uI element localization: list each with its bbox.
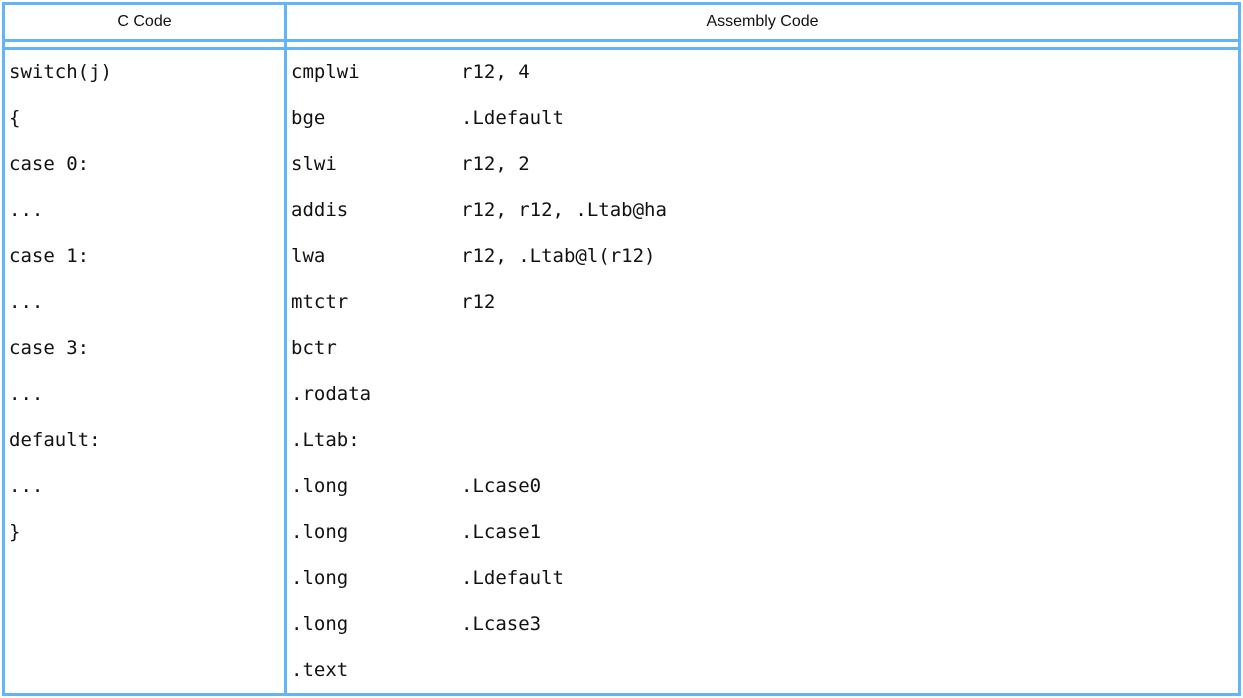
asm-line: addis r12, r12, .Ltab@ha (287, 188, 1238, 234)
asm-line: .long .Lcase3 (287, 601, 1238, 647)
asm-mnemonic: .rodata (291, 382, 372, 405)
c-code-line: ... (9, 474, 44, 497)
asm-operands: .Ldefault (461, 566, 564, 589)
asm-mnemonic: .Ltab: (291, 428, 360, 451)
c-code-line: default: (9, 428, 101, 451)
c-code-line: case 1: (9, 245, 90, 268)
asm-operands: .Lcase3 (461, 612, 542, 635)
column-header-assembly-code: Assembly Code (706, 13, 819, 30)
asm-mnemonic: .text (291, 658, 349, 681)
asm-operands: r12, r12, .Ltab@ha (461, 199, 667, 222)
asm-mnemonic: lwa (291, 245, 326, 268)
asm-operands: r12, 2 (461, 153, 530, 176)
asm-mnemonic: addis (291, 199, 349, 222)
c-code-line: case 3: (9, 337, 90, 360)
asm-operands: .Lcase1 (461, 520, 542, 543)
c-code-line: ... (9, 199, 44, 222)
c-code-line (5, 647, 287, 693)
asm-line: .Ltab: (287, 417, 1238, 463)
asm-line: lwa r12, .Ltab@l(r12) (287, 234, 1238, 280)
asm-line: bge .Ldefault (287, 96, 1238, 142)
c-code-line: ... (9, 382, 44, 405)
c-code-line (5, 555, 287, 601)
asm-mnemonic: cmplwi (291, 61, 360, 84)
asm-mnemonic: .long (291, 520, 349, 543)
c-code-line: switch(j) (9, 61, 112, 84)
asm-line: .long .Lcase0 (287, 463, 1238, 509)
asm-mnemonic: .long (291, 474, 349, 497)
c-code-line: case 0: (9, 153, 90, 176)
asm-line: slwi r12, 2 (287, 142, 1238, 188)
asm-operands: r12 (461, 291, 496, 314)
header-divider-rule-bottom (5, 47, 1238, 50)
column-divider (284, 5, 287, 693)
asm-mnemonic: mtctr (291, 291, 349, 314)
asm-mnemonic: bge (291, 107, 326, 130)
asm-line: mtctr r12 (287, 280, 1238, 326)
asm-mnemonic: .long (291, 612, 349, 635)
column-header-c-code: C Code (117, 13, 172, 30)
asm-mnemonic: bctr (291, 337, 337, 360)
c-code-line: ... (9, 291, 44, 314)
asm-operands: r12, 4 (461, 61, 530, 84)
c-code-line (5, 601, 287, 647)
c-code-line: { (9, 107, 21, 130)
asm-line: .long .Lcase1 (287, 509, 1238, 555)
asm-line: bctr (287, 326, 1238, 372)
asm-line: cmplwi r12, 4 (287, 50, 1238, 96)
header-divider-rule-top (5, 39, 1238, 42)
asm-line: .text (287, 647, 1238, 693)
asm-line: .long .Ldefault (287, 555, 1238, 601)
asm-line: .rodata (287, 371, 1238, 417)
table-body: switch(j) cmplwi r12, 4 { bge .Ldefault ca… (5, 50, 1238, 693)
asm-operands: r12, .Ltab@l(r12) (461, 245, 656, 268)
asm-mnemonic: slwi (291, 153, 337, 176)
c-code-line: } (9, 520, 21, 543)
asm-mnemonic: .long (291, 566, 349, 589)
asm-operands: .Ldefault (461, 107, 564, 130)
asm-operands: .Lcase0 (461, 474, 542, 497)
